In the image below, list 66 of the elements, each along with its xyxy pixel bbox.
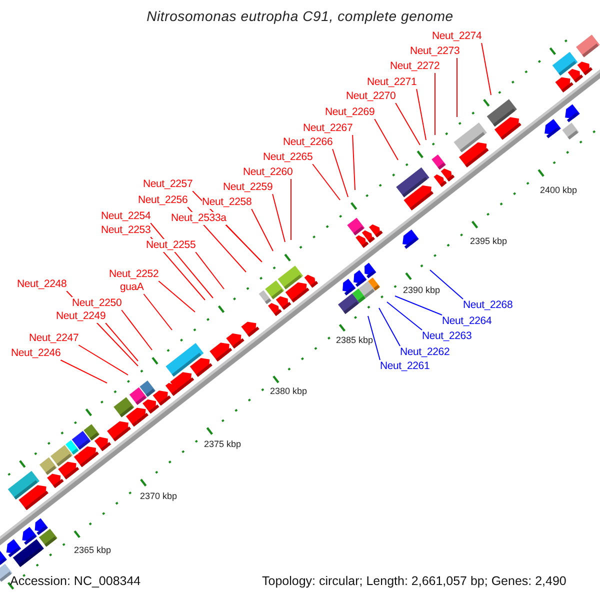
gene-label: Neut_2249: [56, 310, 106, 323]
position-label: 2375 kbp: [204, 439, 242, 449]
gene-label: Neut_2265: [263, 151, 313, 164]
leader-line: [251, 208, 274, 252]
gene-label: Neut_2268: [463, 299, 513, 312]
gene-label: Neut_2256: [138, 194, 188, 207]
gene-label: Neut_2533a: [171, 212, 226, 225]
gene-label: Neut_2269: [325, 106, 375, 119]
gene-label: Neut_2254: [101, 210, 151, 223]
leader-line: [78, 344, 128, 376]
gene-label: Neut_2257: [143, 178, 193, 191]
position-label: 2395 kbp: [470, 236, 508, 246]
leader-line: [195, 252, 224, 290]
gene-label: Neut_2253: [101, 224, 151, 237]
leader-line: [312, 164, 340, 200]
leader-line: [332, 148, 348, 198]
leader-line: [158, 280, 196, 312]
leader-line: [226, 224, 262, 262]
gene-label: Neut_2250: [72, 297, 122, 310]
position-label: 2365 kbp: [74, 545, 112, 555]
gene-label: Neut_2262: [400, 346, 450, 359]
gene-label: Neut_2258: [202, 196, 252, 209]
leader-line: [386, 302, 422, 330]
gene-label: Neut_2272: [390, 60, 440, 73]
gene-label: Neut_2259: [223, 181, 273, 194]
leader-line: [60, 360, 108, 384]
leader-line: [143, 294, 172, 330]
leader-line: [434, 72, 436, 136]
leader-line: [416, 88, 426, 140]
gene-label: Neut_2267: [303, 122, 353, 135]
gene-label: Neut_2248: [17, 278, 67, 291]
leader-line: [352, 134, 356, 190]
leader-line: [121, 310, 152, 350]
leader-line: [272, 194, 286, 242]
position-label: 2400 kbp: [540, 185, 578, 195]
gene-label: Neut_2266: [283, 136, 333, 149]
leader-line: [290, 178, 292, 240]
gene-label: Neut_2274: [432, 30, 482, 43]
position-label: 2380 kbp: [270, 386, 308, 396]
gene-label: Neut_2247: [29, 332, 79, 345]
footer-text: Topology: circular; Length: 2,661,057 bp; Genes: 2,490: [262, 574, 566, 588]
leader-line: [378, 308, 400, 346]
gene-label: Neut_2255: [146, 239, 196, 252]
leader-line: [105, 322, 138, 362]
leader-line: [368, 316, 380, 360]
leader-line: [456, 58, 458, 118]
gene-label: Neut_2252: [109, 268, 159, 281]
leader-line: [374, 118, 398, 160]
leader-line: [394, 296, 442, 316]
position-label: 2385 kbp: [336, 335, 374, 345]
gene-label: Neut_2260: [243, 166, 293, 179]
gene-label: Neut_2261: [380, 360, 430, 373]
leader-line: [481, 42, 492, 96]
position-label: 2390 kbp: [403, 285, 440, 295]
gene-label: Neut_2273: [410, 45, 460, 58]
gene-label: guaA: [120, 281, 144, 294]
gene-label: Neut_2271: [367, 76, 417, 89]
gene-label: Neut_2270: [346, 90, 396, 103]
gene-label: Neut_2246: [11, 347, 61, 360]
leader-line: [395, 102, 420, 146]
gene-label: Neut_2263: [422, 330, 472, 343]
leader-line: [430, 270, 464, 300]
position-label: 2370 kbp: [140, 491, 178, 501]
footer-text: Accession: NC_008344: [10, 574, 141, 588]
diagram-title: Nitrosomonas eutropha C91, complete genome: [146, 8, 454, 24]
gene-label: Neut_2264: [442, 315, 492, 328]
